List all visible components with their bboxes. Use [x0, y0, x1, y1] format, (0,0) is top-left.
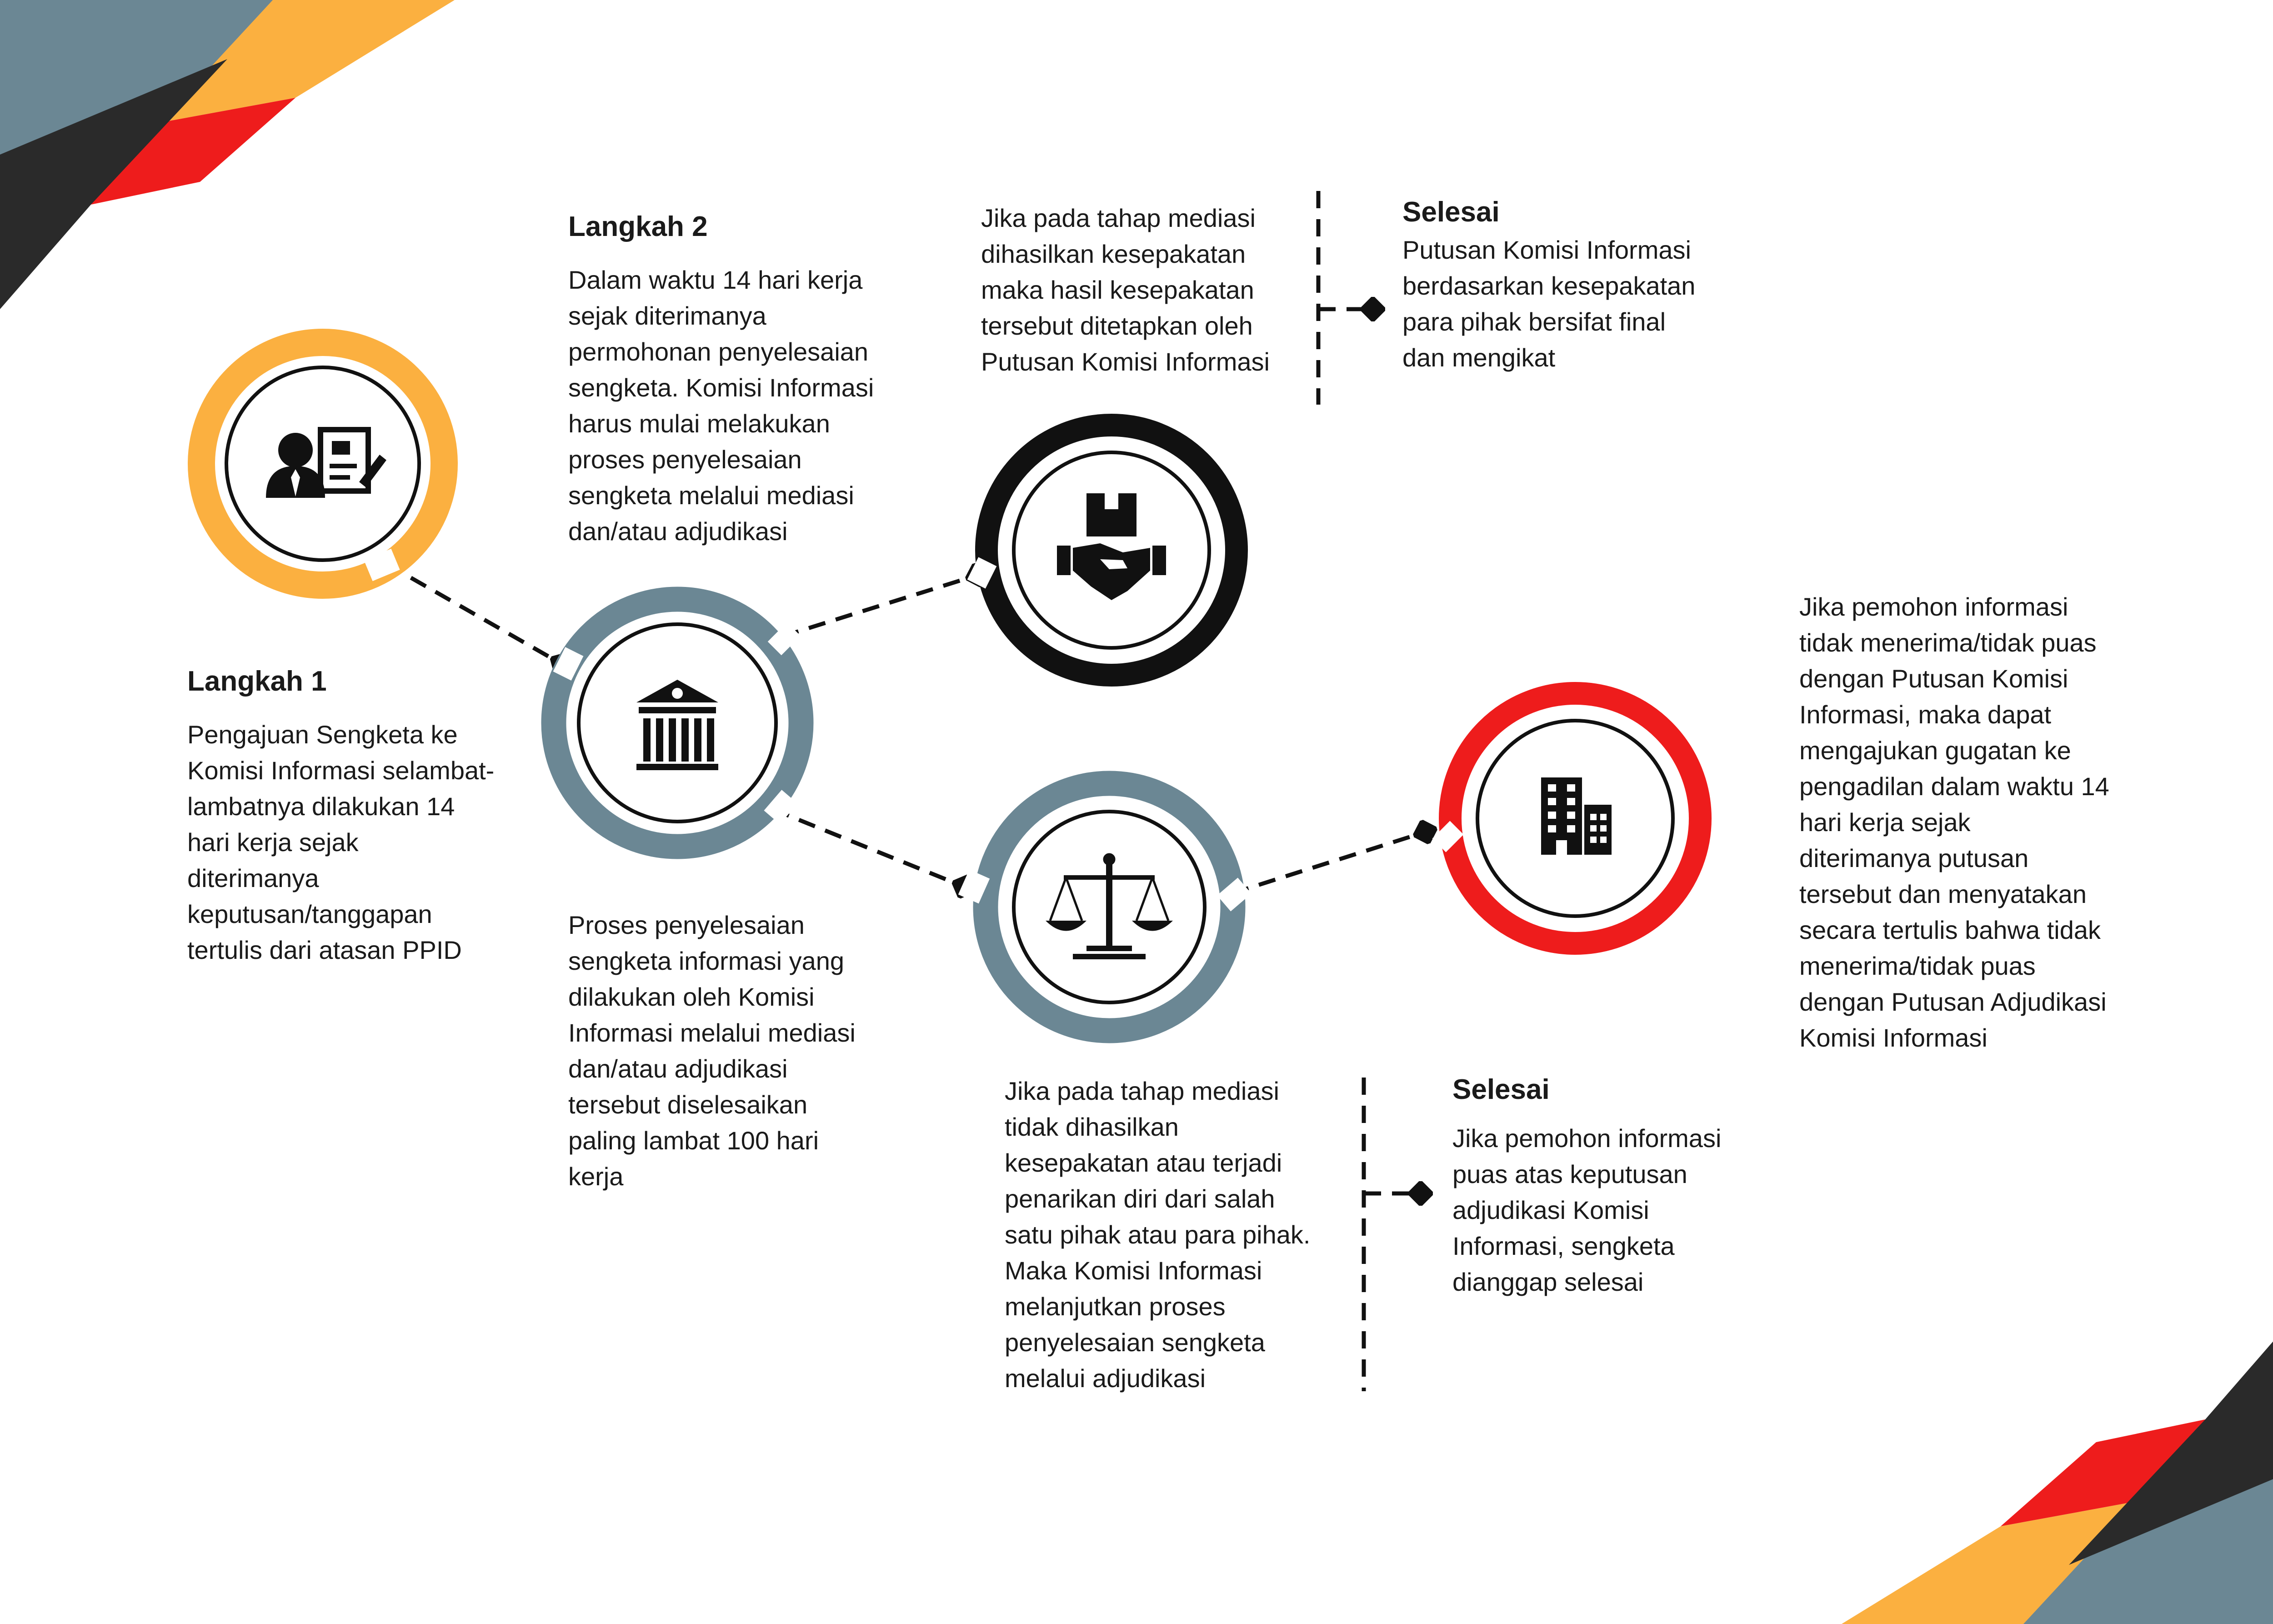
- corner-decoration-top-left: [0, 0, 455, 309]
- mediation-fail-block: Jika pada tahap mediasi tidak dihasilkan…: [1005, 1073, 1359, 1396]
- person-with-document-icon: [266, 427, 386, 498]
- court-appeal-description: Jika pemohon informasi tidak menerima/ti…: [1799, 592, 2109, 1052]
- mediation-fail-description: Jika pada tahap mediasi tidak dihasilkan…: [1005, 1077, 1311, 1393]
- done-top-description: Putusan Komisi Informasi berdasarkan kes…: [1402, 236, 1696, 372]
- mediation-success-block: Jika pada tahap mediasi dihasilkan kesep…: [981, 200, 1308, 380]
- court-appeal-block: Jika pemohon informasi tidak menerima/ti…: [1799, 589, 2172, 1056]
- node-court: [1432, 682, 1712, 955]
- step2-title: Langkah 2: [568, 211, 708, 242]
- node-step1: [188, 329, 458, 599]
- mediation-success-description: Jika pada tahap mediasi dihasilkan kesep…: [981, 204, 1270, 376]
- node-mediation: [967, 414, 1248, 687]
- connector-step2-to-adjudication: [772, 807, 964, 887]
- step1-description: Pengajuan Sengketa ke Komisi Informasi s…: [187, 720, 495, 965]
- scales-of-justice-icon: [1046, 853, 1173, 959]
- connector-adjudication-to-court: [1231, 832, 1425, 896]
- done-bottom-title: Selesai: [1452, 1074, 1550, 1105]
- done-bottom-block: Selesai Jika pemohon informasi puas atas…: [1452, 1073, 1780, 1300]
- connector-step1-to-step2: [385, 562, 561, 664]
- process-block: Proses penyelesaian sengketa informasi y…: [568, 907, 914, 1194]
- connector-step2-to-mediation: [781, 575, 977, 639]
- done-bottom-description: Jika pemohon informasi puas atas keputus…: [1452, 1124, 1722, 1297]
- handshake-with-box-icon: [1057, 493, 1166, 600]
- step1-block: Langkah 1 Pengajuan Sengketa ke Komisi I…: [187, 665, 560, 968]
- courthouse-icon: [636, 680, 718, 770]
- corner-decoration-bottom-right: [1842, 1341, 2273, 1624]
- done-top-title: Selesai: [1402, 196, 1500, 228]
- process-description: Proses penyelesaian sengketa informasi y…: [568, 911, 856, 1191]
- connectors: [385, 191, 1425, 1391]
- node-step2: [541, 586, 814, 859]
- step2-block: Langkah 2 Dalam waktu 14 hari kerja seja…: [568, 210, 914, 549]
- step2-description: Dalam waktu 14 hari kerja sejak diterima…: [568, 266, 874, 546]
- step1-title: Langkah 1: [187, 666, 327, 697]
- node-adjudication: [958, 771, 1252, 1043]
- done-top-block: Selesai Putusan Komisi Informasi berdasa…: [1402, 195, 1730, 376]
- office-building-icon: [1541, 777, 1612, 855]
